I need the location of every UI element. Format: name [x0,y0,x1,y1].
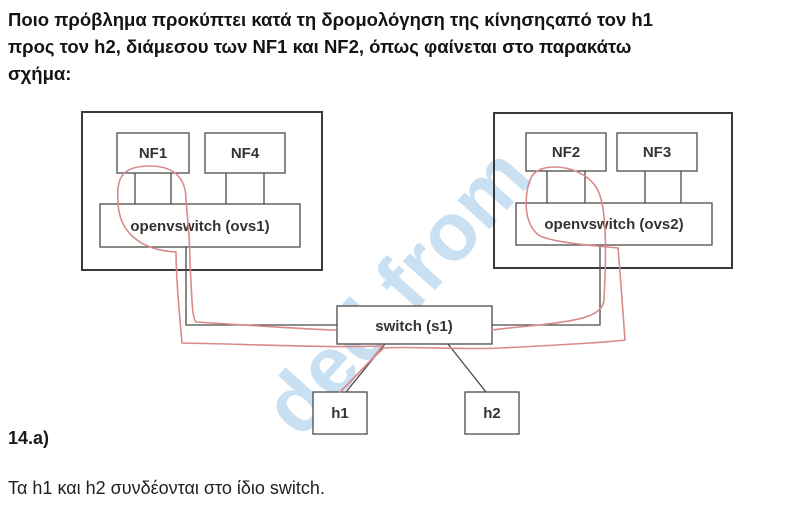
h1-label: h1 [331,405,349,422]
ovs2-label: openvswitch (ovs2) [544,216,683,233]
ovs1-label: openvswitch (ovs1) [130,218,269,235]
nf3-box [616,132,698,172]
ovs1-box [99,203,301,248]
left-host-box [81,111,323,271]
nf4-label: NF4 [231,145,260,162]
question-line-2: προς τον h2, διάμεσου των NF1 και NF2, ό… [8,36,632,57]
route-highlight [116,165,626,393]
h2-box [464,391,520,435]
answer-text: Τα h1 και h2 συνδέονται στο ίδιο switch. [8,478,325,498]
h1-box [312,391,368,435]
nf2-label: NF2 [552,144,580,161]
nf4-box [204,132,286,174]
h2-label: h2 [483,405,501,422]
question-line-1: Ποιο πρόβλημα προκύπτει κατά τη δρομολόγ… [8,9,653,30]
nf2-box [525,132,607,172]
item-label: 14.a) [8,428,50,448]
question-line-3: σχήμα: [8,63,72,84]
question-text: Ποιο πρόβλημα προκύπτει κατά τη δρομολόγ… [8,6,793,87]
s1-box [336,305,493,345]
nf3-label: NF3 [643,144,671,161]
nf-ovs-links [134,171,682,204]
nf1-label: NF1 [139,145,167,162]
s1-label: switch (s1) [375,318,453,335]
right-host-box [493,112,733,269]
